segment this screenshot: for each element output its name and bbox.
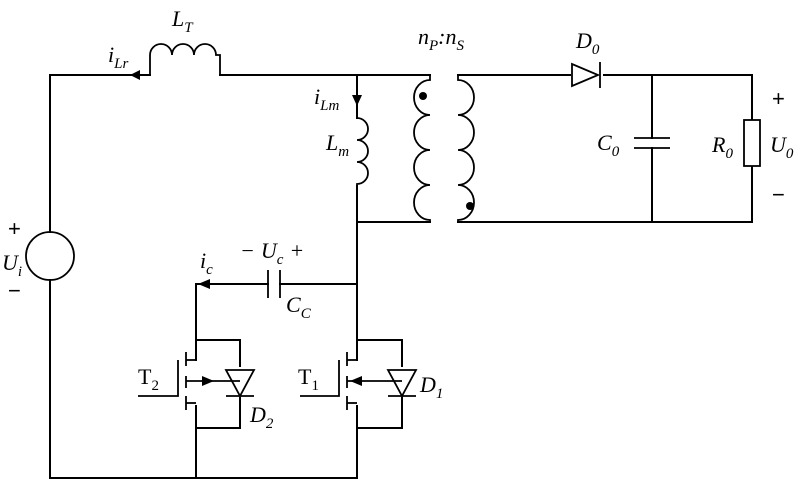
input-plus-sign: + (8, 216, 21, 241)
inductor-lm-label: Lm (325, 130, 349, 160)
capacitor-c0-label: C0 (597, 130, 620, 160)
transformer-primary (413, 75, 431, 222)
current-arrow-ilm (352, 95, 362, 106)
output-minus-sign: − (772, 182, 785, 207)
transformer-secondary (457, 75, 475, 222)
diode-d2-label: D2 (249, 402, 274, 432)
current-arrow-ilr (130, 70, 140, 80)
mosfet-t2 (138, 339, 256, 429)
input-voltage-source (25, 231, 75, 281)
mosfet-t1 (300, 339, 418, 429)
input-minus-sign: − (8, 278, 21, 303)
inductor-lt (149, 43, 221, 75)
primary-dot-marker (419, 92, 427, 100)
secondary-dot-marker (466, 202, 474, 210)
resistor-r0 (743, 119, 761, 167)
clamp-voltage-label: −Uc+ (240, 238, 304, 268)
output-plus-sign: + (772, 86, 785, 111)
capacitor-c0 (634, 137, 670, 149)
switch-t2-label: T2 (138, 364, 159, 394)
wires (49, 74, 753, 479)
current-ilr-label: iLr (108, 42, 128, 72)
current-ilm-label: iLm (314, 84, 339, 114)
diode-d0 (571, 62, 601, 88)
turns-ratio-label: nP:nS (418, 24, 465, 54)
current-ic-label: ic (200, 248, 213, 278)
capacitor-cc-label: CC (286, 292, 312, 322)
diode-d0-label: D0 (575, 28, 600, 58)
current-arrow-ic (198, 279, 210, 289)
inductor-lt-label: LT (171, 6, 194, 36)
capacitor-cc (267, 270, 281, 298)
switch-t1-label: T1 (298, 364, 319, 394)
output-voltage-label: U0 (770, 132, 794, 162)
input-voltage-label: Ui (2, 250, 22, 280)
resistor-r0-label: R0 (711, 132, 733, 162)
diode-d1-label: D1 (419, 372, 443, 402)
inductor-lm (356, 117, 369, 186)
